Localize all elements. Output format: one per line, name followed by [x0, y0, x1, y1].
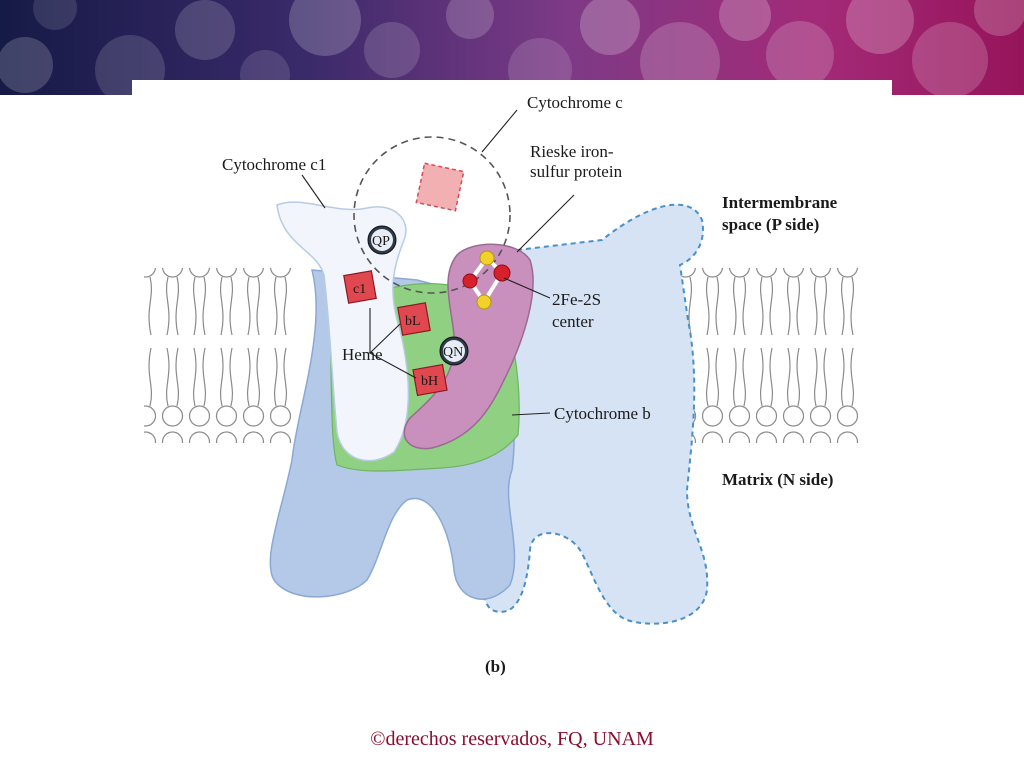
complex-iii-figure: c1 bL bH QP QN Cytochrome c Cytochrome c… — [132, 80, 892, 700]
matrix-label: Matrix (N side) — [722, 470, 833, 489]
iron-sulfur-cluster-icon — [462, 250, 511, 310]
cytochrome-c1 — [276, 201, 410, 462]
qp-site-label: QP — [372, 234, 390, 249]
heme-bL: bL — [397, 302, 431, 336]
cytochrome-c-heme — [415, 162, 465, 212]
cytochrome-b-partner-monomer — [481, 203, 709, 625]
heme-bH-label: bH — [421, 374, 438, 389]
membrane-left — [144, 268, 297, 443]
intermembrane-label-line2: space (P side) — [722, 215, 819, 234]
rieske-label-line1: Rieske iron- — [530, 142, 614, 161]
rieske-label-line2: sulfur protein — [530, 162, 623, 181]
complex-iii-diagram: c1 bL bH QP QN Cytochrome c Cytochrome c… — [144, 93, 862, 676]
heme-c1-label: c1 — [353, 282, 366, 297]
intermembrane-label-line1: Intermembrane — [722, 193, 838, 212]
cytochrome-c1-label: Cytochrome c1 — [222, 155, 326, 174]
cytochrome-c-site — [353, 136, 511, 294]
heme-bL-label: bL — [405, 314, 421, 329]
fe2s-label-line1: 2Fe-2S — [552, 290, 601, 309]
heme-c1: c1 — [343, 270, 377, 304]
heme-label: Heme — [342, 345, 383, 364]
qn-site: QN — [439, 336, 469, 366]
membrane-right — [672, 268, 862, 443]
qn-site-label: QN — [443, 345, 463, 360]
copyright-notice: ©derechos reservados, FQ, UNAM — [370, 728, 654, 750]
fe2s-label-line2: center — [552, 312, 594, 331]
qp-site: QP — [367, 225, 397, 255]
cytochrome-c-label: Cytochrome c — [527, 93, 623, 112]
heme-bH: bH — [412, 363, 448, 397]
panel-label: (b) — [485, 657, 506, 676]
leader-lines — [301, 109, 575, 416]
cytochrome-b-label: Cytochrome b — [554, 404, 651, 423]
